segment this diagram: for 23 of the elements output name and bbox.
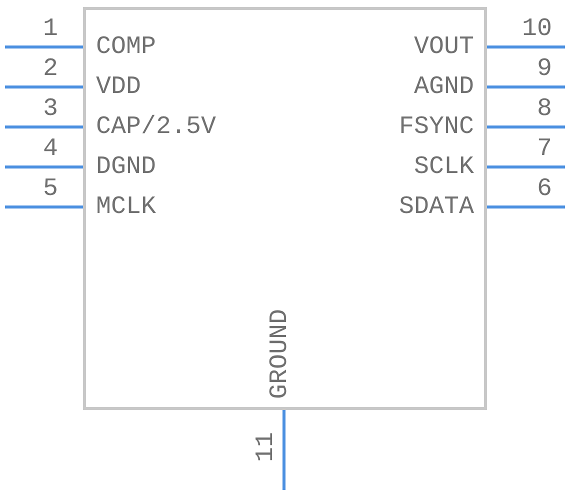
pin-number: 3 (42, 95, 58, 123)
pin-number: 4 (42, 135, 58, 163)
pin-number: 2 (42, 55, 58, 83)
pin-name: COMP (96, 33, 156, 61)
pin-name: SCLK (414, 153, 474, 181)
pin-number: 5 (42, 175, 58, 203)
pin-name: FSYNC (398, 113, 474, 141)
pin-name: GROUND (266, 308, 294, 399)
pin-name: VDD (96, 73, 142, 101)
pin-name: MCLK (96, 193, 156, 221)
pin-number: 11 (252, 432, 280, 462)
chip-body (83, 7, 487, 410)
pin-name: AGND (414, 73, 474, 101)
pin-number: 8 (536, 95, 552, 123)
pin-name: DGND (96, 153, 156, 181)
pin-number: 7 (536, 135, 552, 163)
pin-name: SDATA (398, 193, 474, 221)
pin-name: CAP/2.5V (96, 113, 216, 141)
pin-name: VOUT (414, 33, 474, 61)
pin-number: 10 (522, 15, 552, 43)
pin-number: 1 (42, 15, 58, 43)
pin-number: 9 (536, 55, 552, 83)
pin-number: 6 (536, 175, 552, 203)
